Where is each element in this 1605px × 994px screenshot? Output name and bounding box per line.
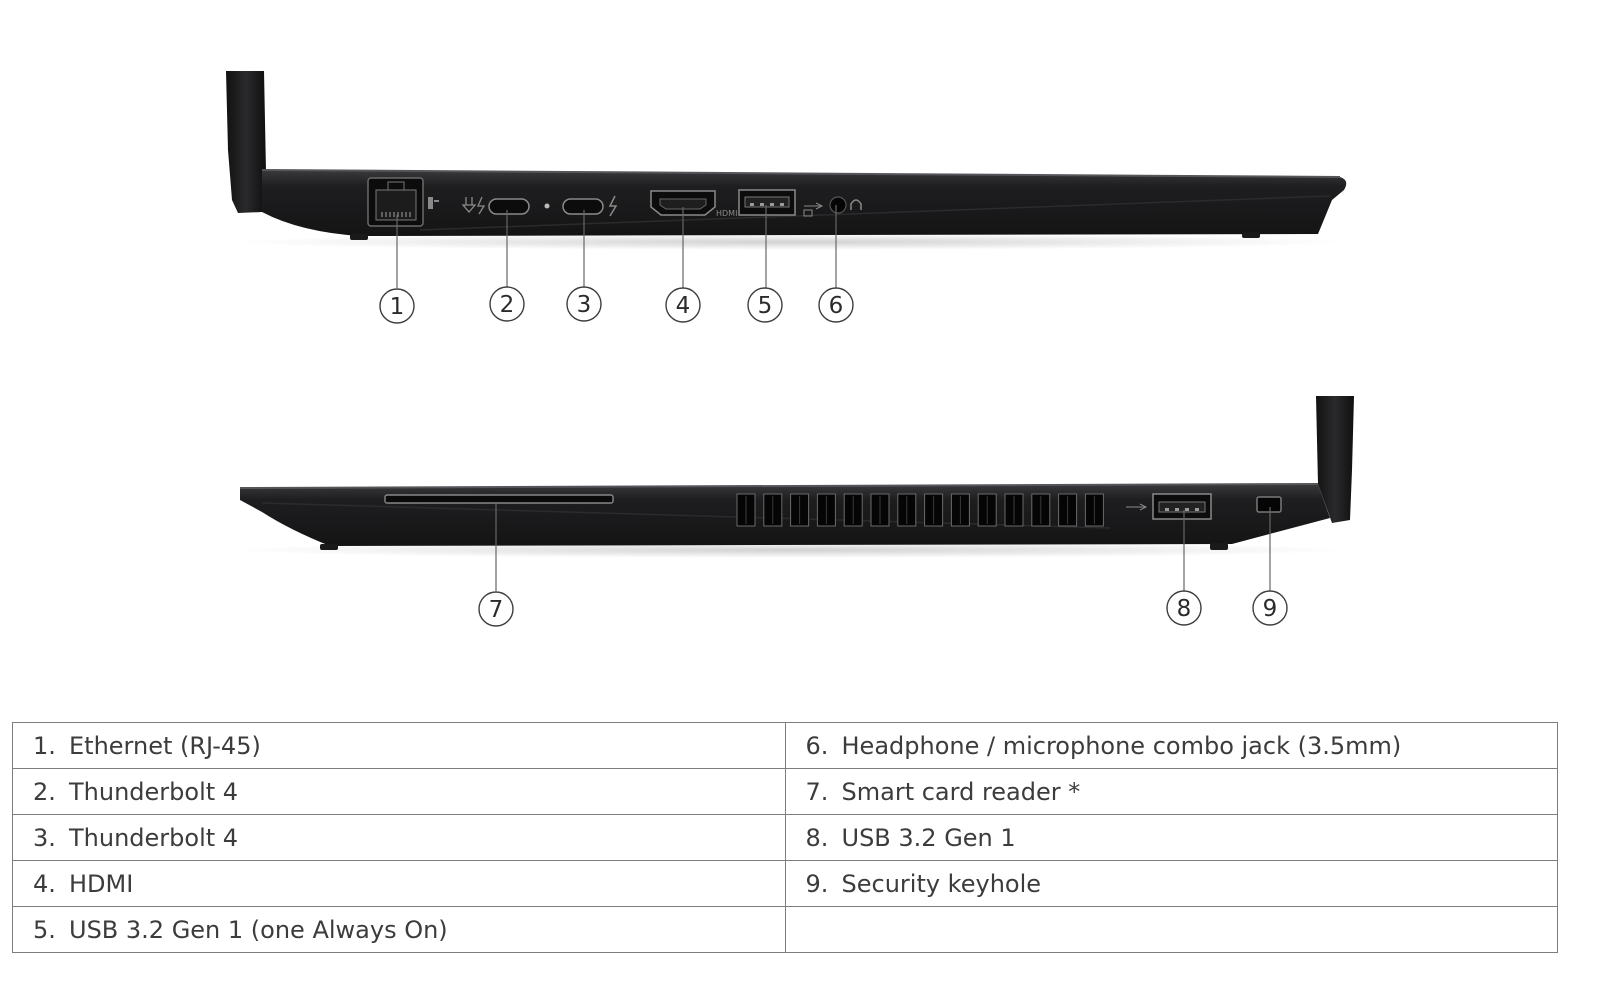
callout-3: 3 [566, 286, 602, 322]
legend-cell: 6. Headphone / microphone combo jack (3.5… [784, 722, 1558, 769]
legend-number: 8. [805, 823, 829, 852]
smart-card-slot-icon [384, 494, 614, 504]
svg-text:6: 6 [829, 293, 844, 319]
table-row: 4. HDMI 9. Security keyhole [12, 860, 1558, 907]
table-row: 1. Ethernet (RJ-45) 6. Headphone / microph… [12, 722, 1558, 769]
legend-number: 1. [33, 731, 56, 760]
legend-number: 3. [33, 823, 56, 852]
legend-cell: 1. Ethernet (RJ-45) [12, 722, 786, 769]
legend-number: 7. [805, 777, 829, 806]
ethernet-port-icon [367, 177, 424, 227]
legend-cell: 3. Thunderbolt 4 [12, 814, 786, 861]
table-row: 5. USB 3.2 Gen 1 (one Always On) [12, 906, 1558, 953]
callout-1: 1 [379, 288, 415, 324]
port-legend-table: 1. Ethernet (RJ-45) 6. Headphone / microph… [12, 722, 1558, 953]
legend-label: USB 3.2 Gen 1 (one Always On) [69, 915, 448, 944]
legend-label: Thunderbolt 4 [69, 823, 239, 852]
network-glyph-icon [428, 197, 439, 209]
callout-8: 8 [1166, 590, 1202, 626]
callout-4: 4 [665, 287, 701, 323]
cooling-vents [736, 493, 1104, 527]
power-bolt-glyph-icon [461, 196, 486, 215]
legend-cell: 9. Security keyhole [784, 860, 1558, 907]
hdmi-port-label: HDMI [716, 209, 737, 218]
legend-label: HDMI [69, 869, 134, 898]
svg-text:2: 2 [500, 292, 515, 318]
callout-5: 5 [747, 287, 783, 323]
svg-text:8: 8 [1177, 596, 1192, 622]
table-row: 3. Thunderbolt 4 8. USB 3.2 Gen 1 [12, 814, 1558, 861]
svg-text:7: 7 [489, 597, 504, 623]
legend-cell: 4. HDMI [12, 860, 786, 907]
svg-text:9: 9 [1263, 596, 1278, 622]
legend-number: 5. [33, 915, 56, 944]
usb-a-port-icon [738, 189, 796, 216]
legend-number: 6. [805, 731, 829, 760]
callout-2: 2 [489, 286, 525, 322]
legend-label: Thunderbolt 4 [69, 777, 239, 806]
legend-label: USB 3.2 Gen 1 [841, 823, 1016, 852]
svg-text:3: 3 [577, 292, 592, 318]
headphone-glyph-icon [850, 199, 862, 210]
security-keyhole-icon [1256, 496, 1282, 513]
callout-9: 9 [1252, 590, 1288, 626]
legend-cell: 8. USB 3.2 Gen 1 [784, 814, 1558, 861]
usb-ss-glyph-icon [803, 202, 824, 217]
legend-cell-empty [784, 906, 1558, 953]
thunderbolt-glyph-icon [608, 195, 618, 217]
legend-label: Ethernet (RJ-45) [69, 731, 261, 760]
thunderbolt-port-1-icon [488, 198, 530, 215]
legend-cell: 7. Smart card reader * [784, 768, 1558, 815]
svg-text:5: 5 [758, 293, 773, 319]
legend-label: Headphone / microphone combo jack (3.5mm… [841, 731, 1402, 760]
legend-cell: 5. USB 3.2 Gen 1 (one Always On) [12, 906, 786, 953]
audio-jack-icon [829, 196, 847, 214]
thunderbolt-port-2-icon [562, 198, 604, 215]
legend-label: Security keyhole [841, 869, 1042, 898]
legend-label: Smart card reader * [841, 777, 1081, 806]
legend-number: 2. [33, 777, 56, 806]
callout-7: 7 [478, 591, 514, 627]
svg-text:4: 4 [676, 293, 691, 319]
right-side-view [230, 396, 1354, 558]
callout-6: 6 [818, 287, 854, 323]
usb-a-port-right-icon [1152, 493, 1212, 520]
table-row: 2. Thunderbolt 4 7. Smart card reader * [12, 768, 1558, 815]
usb-ss-glyph-icon-right [1126, 503, 1148, 511]
laptop-side-views-figure: HDMI 1 2 3 4 5 6 [226, 71, 1354, 627]
left-view-chassis [262, 170, 1347, 236]
legend-number: 4. [33, 869, 56, 898]
svg-text:1: 1 [390, 294, 405, 320]
right-view-lid [1316, 396, 1354, 523]
legend-number: 9. [805, 869, 829, 898]
left-side-view: HDMI [226, 71, 1350, 250]
legend-cell: 2. Thunderbolt 4 [12, 768, 786, 815]
left-view-lid [226, 71, 266, 213]
